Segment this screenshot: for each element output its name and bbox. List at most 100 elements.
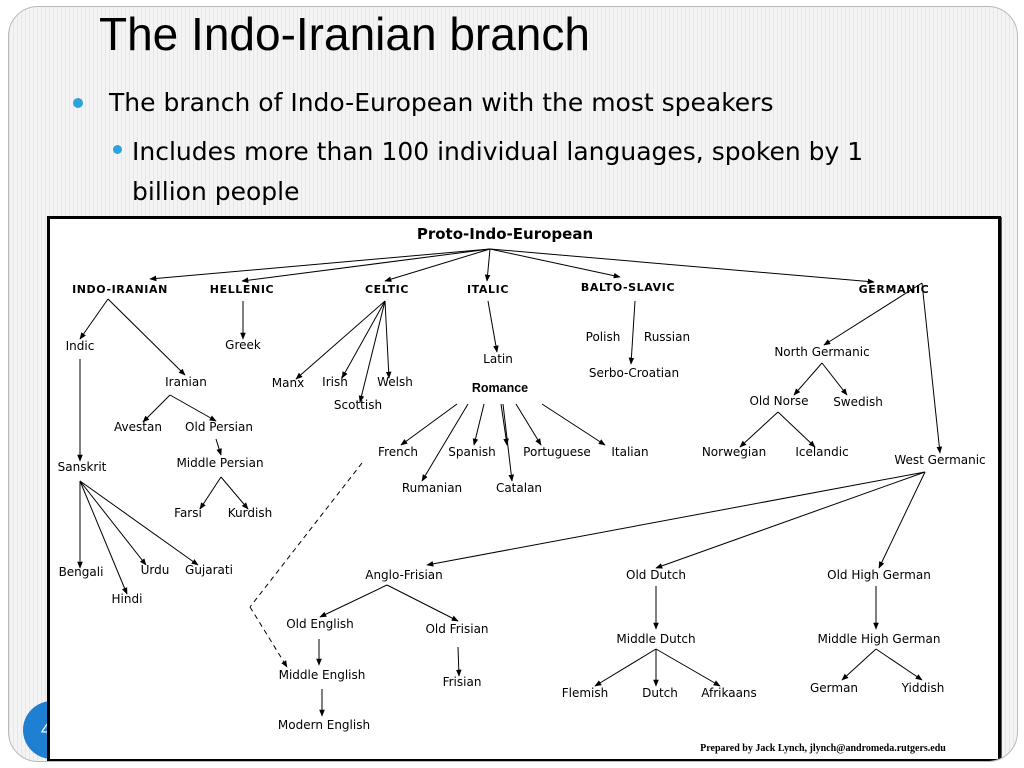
sub-bullet-dot-icon (113, 145, 122, 154)
tree-arrow (921, 282, 943, 454)
node-iranian: Iranian (165, 375, 207, 389)
tree-arrow (341, 300, 386, 379)
tree-arrow (655, 471, 926, 569)
tree-arrow (489, 248, 621, 279)
node-polish: Polish (586, 330, 621, 344)
node-manx: Manx (272, 376, 304, 390)
tree-arrow (472, 403, 485, 446)
node-spanish: Spanish (448, 445, 495, 459)
tree-arrow (79, 480, 147, 566)
tree-arrow (489, 248, 875, 285)
tree-arrow (384, 300, 392, 379)
node-flemish: Flemish (562, 686, 609, 700)
tree-arrow (821, 362, 848, 396)
node-swedish: Swedish (833, 395, 883, 409)
node-avestan: Avestan (114, 420, 162, 434)
node-frisian: Frisian (443, 675, 482, 689)
tree-arrow (79, 480, 199, 566)
node-irish: Irish (322, 375, 348, 389)
tree-arrow (400, 403, 458, 446)
tree-arrow (169, 394, 217, 422)
tree-arrow (215, 438, 222, 456)
tree-arrow (594, 648, 657, 687)
node-german: German (810, 681, 858, 695)
node-middle-english: Middle English (279, 668, 366, 682)
tree-arrow (79, 480, 128, 595)
dashed-influence-line (249, 462, 363, 608)
tree-arrow (386, 584, 459, 622)
root-node: Proto-Indo-European (417, 225, 593, 243)
node-old-dutch: Old Dutch (626, 568, 686, 582)
tree-arrow (384, 248, 491, 282)
node-italian: Italian (611, 445, 648, 459)
node-middle-dutch: Middle Dutch (616, 632, 695, 646)
node-icelandic: Icelandic (795, 445, 848, 459)
branch-indo-iranian: INDO-IRANIAN (72, 283, 168, 296)
tree-arrow (484, 248, 491, 282)
dashed-influence-arrow (249, 606, 288, 668)
node-kurdish: Kurdish (228, 506, 272, 520)
tree-arrow (541, 403, 606, 446)
node-afrikaans: Afrikaans (701, 686, 757, 700)
branch-hellenic: HELLENIC (210, 283, 274, 296)
language-tree-figure: Proto-Indo-European INDO-IRANIAN HELLENI… (47, 216, 1001, 761)
node-norwegian: Norwegian (702, 445, 766, 459)
tree-arrow (628, 300, 636, 365)
node-old-english: Old English (286, 617, 354, 631)
tree-edges (77, 248, 943, 717)
tree-arrow (739, 411, 779, 448)
node-portuguese: Portuguese (523, 445, 591, 459)
tree-arrow (502, 403, 515, 482)
node-greek: Greek (225, 338, 261, 352)
tree-arrow (79, 298, 109, 340)
tree-arrow (841, 648, 877, 681)
node-bengali: Bengali (59, 565, 104, 579)
tree-arrow (107, 298, 186, 376)
node-gujarati: Gujarati (185, 563, 233, 577)
node-latin: Latin (483, 352, 513, 366)
node-middle-high-german: Middle High German (818, 632, 941, 646)
node-old-frisian: Old Frisian (425, 622, 488, 636)
bullet-dot-icon (73, 98, 83, 108)
node-yiddish: Yiddish (901, 681, 945, 695)
node-indic: Indic (66, 339, 95, 353)
slide: The Indo-Iranian branch The branch of In… (8, 6, 1018, 762)
node-russian: Russian (644, 330, 690, 344)
branch-celtic: CELTIC (365, 283, 409, 296)
branch-germanic: GERMANIC (859, 283, 930, 296)
tree-arrow (515, 403, 542, 446)
node-urdu: Urdu (141, 563, 170, 577)
tree-arrow (199, 476, 222, 510)
node-old-high-german: Old High German (827, 568, 931, 582)
tree-arrow (295, 300, 386, 380)
tree-arrow (149, 248, 491, 282)
tree-arrow (878, 471, 926, 569)
branch-balto-slavic: BALTO-SLAVIC (581, 281, 675, 294)
node-french: French (378, 445, 418, 459)
language-tree-diagram: Proto-Indo-European INDO-IRANIAN HELLENI… (58, 225, 986, 754)
tree-arrow (455, 646, 462, 677)
tree-arrow (220, 476, 249, 510)
tree-arrow (777, 411, 816, 448)
tree-arrow (142, 394, 171, 423)
node-welsh: Welsh (377, 375, 413, 389)
bullet-point-1: The branch of Indo-European with the mos… (109, 88, 774, 117)
tree-labels: Proto-Indo-European INDO-IRANIAN HELLENI… (58, 225, 986, 754)
tree-arrow (358, 300, 386, 403)
tree-arrow (823, 282, 923, 346)
node-west-germanic: West Germanic (894, 453, 985, 467)
tree-arrow (241, 248, 491, 283)
tree-arrow (426, 471, 926, 567)
node-catalan: Catalan (496, 481, 542, 495)
tree-arrow (487, 300, 499, 353)
node-old-norse: Old Norse (749, 394, 808, 408)
node-dutch: Dutch (642, 686, 678, 700)
tree-arrow (655, 648, 721, 687)
credit-line: Prepared by Jack Lynch, jlynch@andromeda… (700, 743, 946, 754)
node-middle-persian: Middle Persian (176, 456, 263, 470)
slide-title: The Indo-Iranian branch (99, 8, 590, 60)
bullet-point-2: Includes more than 100 individual langua… (132, 137, 864, 206)
node-romance: Romance (472, 381, 528, 395)
node-sanskrit: Sanskrit (58, 460, 107, 474)
tree-arrow (319, 584, 388, 618)
